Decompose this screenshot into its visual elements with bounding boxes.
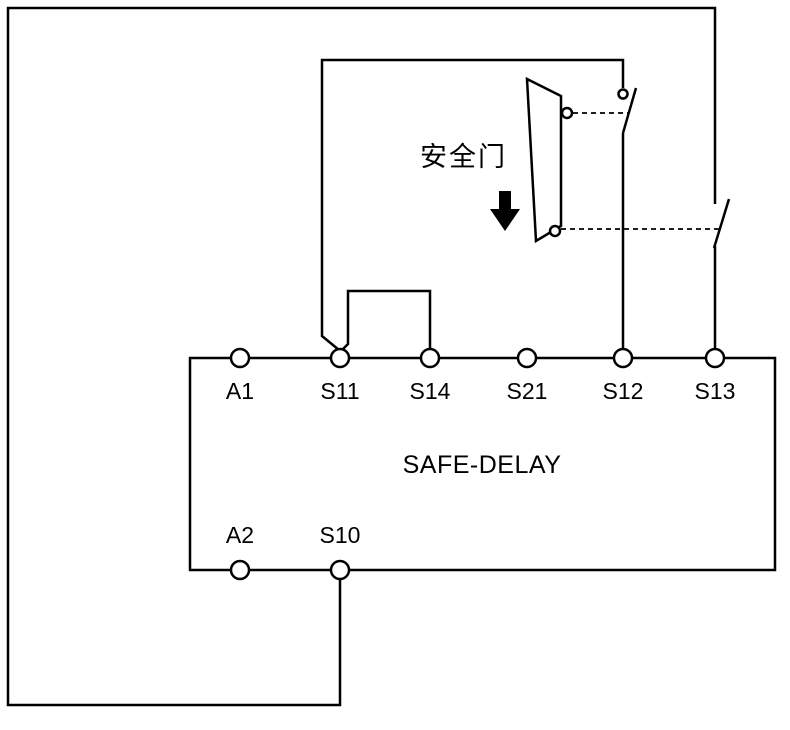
door-contact-bottom (548, 224, 562, 238)
terminal-circle-s14 (419, 347, 441, 369)
wire-outer-loop (6, 6, 717, 707)
terminal-circle-a2 (229, 559, 251, 581)
terminal-label-a1: A1 (226, 378, 254, 404)
terminal-circle-s10 (329, 559, 351, 581)
relay-module-box (188, 356, 777, 572)
door-close-arrow-icon (490, 191, 520, 231)
terminal-label-s13: S13 (695, 378, 736, 404)
door-label: 安全门 (420, 142, 507, 172)
wire-s11-s14-jumper (341, 289, 432, 351)
terminal-circle-s12 (612, 347, 634, 369)
terminal-label-s11: S11 (320, 378, 359, 404)
contact-s13-blade (712, 198, 731, 249)
terminal-circle-s11 (329, 347, 351, 369)
terminal-label-a2: A2 (226, 522, 254, 548)
contact-s12-blade (621, 87, 638, 134)
terminal-label-s14: S14 (410, 378, 451, 404)
door-panel (525, 76, 563, 244)
terminal-label-s10: S10 (320, 522, 361, 548)
wire-s11-to-s12-switch (320, 58, 625, 351)
terminal-circle-s13 (704, 347, 726, 369)
terminal-label-s21: S21 (507, 378, 548, 404)
door-contact-top (560, 106, 574, 120)
contact-s12-fixed (617, 88, 629, 100)
device-label: SAFE-DELAY (403, 451, 562, 479)
terminal-circle-s21 (516, 347, 538, 369)
terminal-circle-a1 (229, 347, 251, 369)
terminal-label-s12: S12 (603, 378, 644, 404)
